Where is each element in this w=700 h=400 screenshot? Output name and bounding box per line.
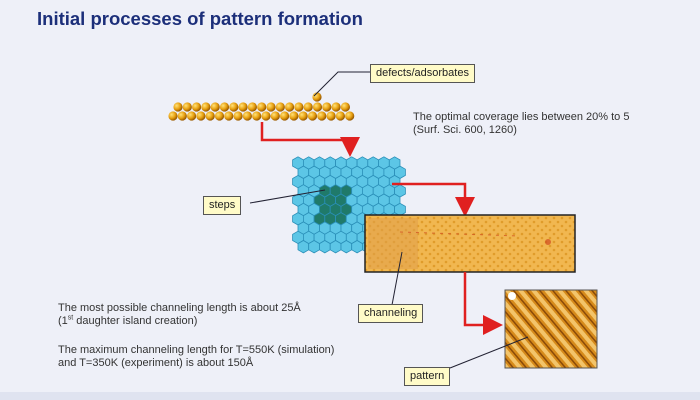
length-note: The most possible channeling length is a… — [58, 302, 301, 328]
max-length-note: The maximum channeling length for T=550K… — [58, 344, 334, 370]
bottom-band — [0, 392, 700, 400]
atom — [224, 111, 234, 121]
atom — [205, 111, 215, 121]
atom — [182, 102, 192, 112]
atom-chain — [168, 92, 355, 121]
atom — [289, 111, 299, 121]
atom — [214, 111, 225, 121]
atom — [298, 111, 308, 121]
lattice-hexagon — [351, 240, 363, 254]
length-line-1: The most possible channeling length is a… — [58, 302, 301, 314]
leader-pattern — [449, 336, 529, 369]
atom — [312, 92, 322, 102]
atom — [242, 111, 252, 121]
arrow-chain-to-lattice — [260, 122, 360, 157]
atom — [331, 102, 341, 112]
lattice-hexagon — [308, 240, 320, 254]
atom — [196, 111, 206, 121]
atom — [270, 111, 280, 121]
atom — [173, 102, 183, 112]
label-steps: steps — [203, 196, 242, 215]
leader-channeling — [391, 251, 403, 306]
atom — [340, 102, 350, 112]
island-image — [364, 214, 576, 273]
atom — [335, 111, 345, 121]
atom — [210, 102, 220, 112]
hex-lattice — [292, 156, 406, 254]
atom — [257, 102, 267, 112]
label-pattern: pattern — [404, 367, 451, 386]
atom — [303, 102, 313, 112]
atom — [261, 111, 271, 121]
atom — [252, 111, 262, 121]
atom — [201, 102, 211, 112]
label-defects: defects/adsorbates — [370, 64, 475, 83]
atom — [266, 102, 276, 112]
atom — [238, 102, 248, 112]
arrow-lattice-to-island — [392, 182, 475, 217]
coverage-line-1: The optimal coverage lies between 20% to… — [413, 111, 630, 123]
atom — [317, 111, 327, 121]
atom — [168, 111, 178, 121]
lattice-hexagon — [329, 240, 342, 254]
max-line-1: The maximum channeling length for T=550K… — [58, 344, 335, 356]
max-line-2: and T=350K (experiment) is about 150Å — [58, 357, 254, 369]
atom — [192, 102, 202, 112]
atom — [247, 102, 257, 112]
atom — [219, 102, 230, 112]
slide-title: Initial processes of pattern formation — [37, 8, 363, 29]
arrow-island-to-pattern — [463, 272, 503, 335]
leader-defects — [313, 71, 370, 97]
leader-steps — [249, 189, 326, 204]
atom — [312, 102, 323, 112]
coverage-note: The optimal coverage lies between 20% to… — [413, 111, 629, 137]
coverage-line-2: (Surf. Sci. 600, 1260) — [413, 124, 517, 136]
atom — [275, 102, 285, 112]
lattice-hexagon — [297, 240, 310, 254]
pattern-image — [504, 289, 598, 369]
label-channeling: channeling — [358, 304, 424, 323]
lattice-hexagon — [340, 240, 353, 254]
atom — [345, 111, 355, 121]
atom — [307, 111, 318, 121]
atom — [326, 111, 336, 121]
atom — [322, 102, 332, 112]
atom — [280, 111, 290, 121]
lattice-hexagon — [319, 240, 331, 254]
atom — [187, 111, 197, 121]
atom — [177, 111, 187, 121]
atom — [285, 102, 295, 112]
length-line-2: (1st daughter island creation) — [58, 314, 198, 327]
atom — [233, 111, 243, 121]
atom — [229, 102, 239, 112]
atom — [294, 102, 304, 112]
